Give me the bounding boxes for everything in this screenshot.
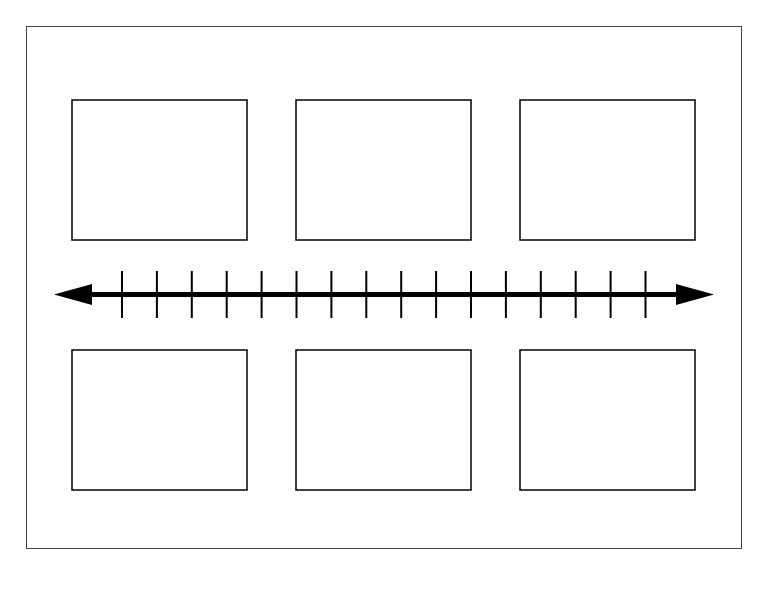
top-box-1 [71,99,248,241]
bottom-box-2 [295,349,472,491]
bottom-box-3 [519,349,696,491]
timeline-ticks [121,271,647,318]
bottom-box-1 [71,349,248,491]
page-border [26,26,742,549]
bottom-box-row [71,349,696,491]
top-box-row [71,99,696,241]
timeline [54,271,714,318]
top-box-3 [519,99,696,241]
top-box-2 [295,99,472,241]
timeline-left-arrowhead [54,284,92,305]
timeline-right-arrowhead [676,284,714,305]
